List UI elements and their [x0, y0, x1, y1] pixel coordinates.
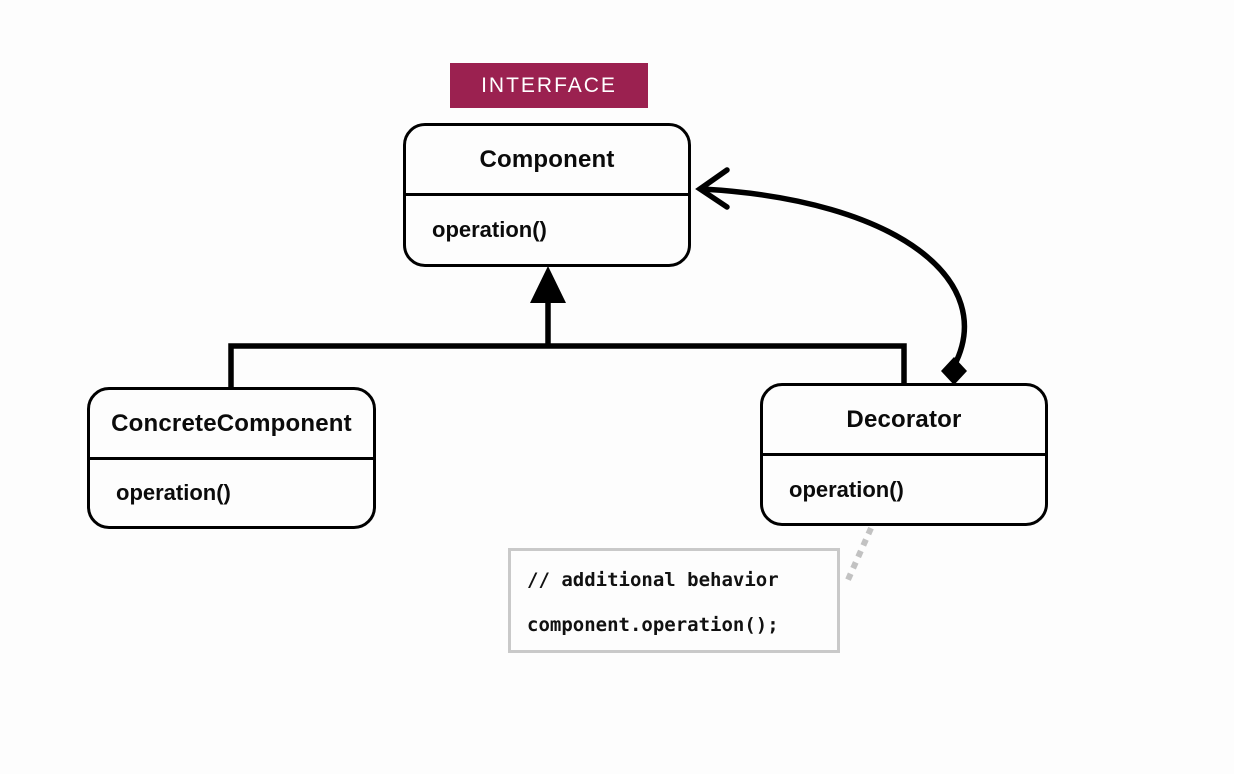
interface-badge-label: INTERFACE [481, 73, 617, 97]
class-box-decorator: Decorator operation() [760, 383, 1048, 526]
inheritance-arrowhead [530, 266, 566, 303]
class-box-concrete-component: ConcreteComponent operation() [87, 387, 376, 529]
class-method-component: operation() [432, 217, 547, 242]
interface-badge: INTERFACE [450, 63, 648, 108]
class-name-decorator: Decorator [763, 386, 1045, 456]
code-note-line: // additional behavior [527, 569, 779, 591]
code-note-line: component.operation(); [527, 614, 779, 636]
association-arrowhead [695, 167, 730, 210]
association-end-cap [941, 357, 967, 385]
class-method-decorator: operation() [789, 476, 904, 502]
class-name-concrete-component: ConcreteComponent [90, 390, 373, 460]
class-name-component: Component [406, 126, 688, 196]
class-box-component: Component operation() [403, 123, 691, 267]
code-note: // additional behavior component.operati… [508, 548, 840, 653]
association-arrow-curve [701, 186, 968, 368]
class-method-concrete-component: operation() [116, 480, 231, 505]
